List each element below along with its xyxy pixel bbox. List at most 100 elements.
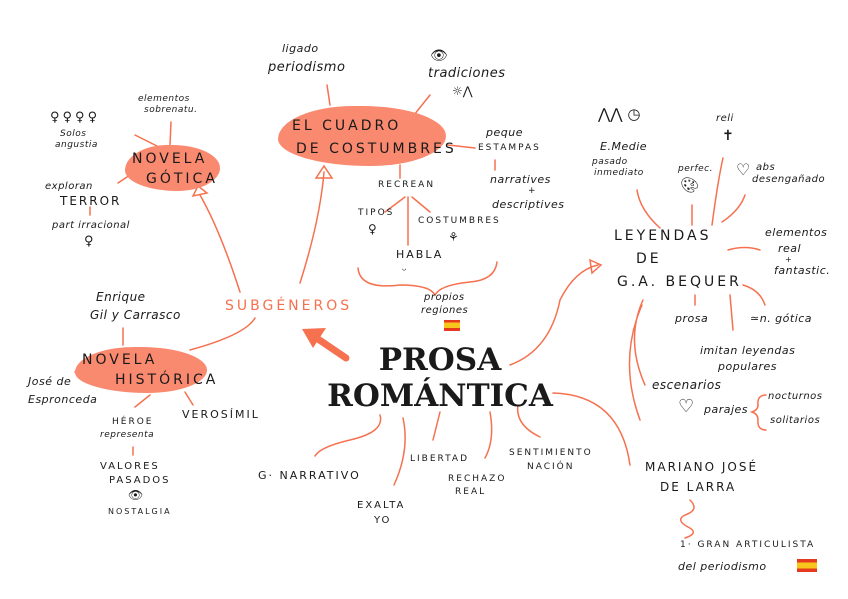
flamenco-icon: ⚘ [448,230,459,244]
imitan-label: imitan leyendas [700,344,796,357]
connector [509,264,599,366]
historica-title-2: HISTÓRICA [115,372,219,388]
edad-media-label: E.Medie [600,140,648,153]
propios-label: propios [424,292,465,303]
gotica-title-2: GÓTICA [146,171,218,187]
tradiciones-label: tradiciones [428,66,506,81]
connector [679,499,695,539]
person-icon: ♀ [368,222,377,236]
abs-label: abs [756,162,776,173]
real-label: real [778,242,802,255]
pasado-label: pasado [592,157,628,167]
angustia-label: angustia [55,140,98,150]
connector [326,84,331,106]
mountain-sun-icon: ☼⋀ [452,84,473,98]
tipos-label: TIPOS [358,208,395,218]
populares-label: populares [718,360,777,373]
historica-blob [75,347,207,393]
solos-label: Solos [60,129,87,139]
parajes-label: parajes [704,403,749,416]
connector [384,196,431,246]
nostalgia-label: NOSTALGIA [108,507,172,516]
heart-icon: ♡ [678,396,695,417]
representa-label: representa [100,430,155,440]
nacion-label: NACIÓN [527,462,575,472]
rechazo-label: RECHAZO [448,474,507,484]
inmediato-label: inmediato [594,168,644,178]
yo-label: YO [374,515,392,526]
eye-icon: 👁 [430,48,448,64]
spain-flag-icon [444,320,460,331]
larra-name-1: MARIANO JOSÉ [645,460,759,474]
eye-icon: 👁 [128,488,144,502]
articulista-label: 1· GRAN ARTICULISTA [680,540,816,550]
connector [189,317,256,351]
spain-flag-icon [797,559,817,572]
desenganado-label: desengañado [752,174,826,185]
perfec-label: perfec. [678,164,713,174]
connector [636,157,746,229]
arrowhead [589,258,603,275]
verosimil-label: VEROSÍMIL [182,408,260,421]
larra-name-2: DE LARRA [660,480,737,494]
connector [199,194,241,293]
palette-icon: 🎨︎ [680,176,700,194]
sentimiento-label: SENTIMIENTO [509,448,593,458]
people-icon: ♀♀♀♀ [50,110,101,125]
elementos-label: elementos [765,226,828,239]
ligado-label: ligado [282,42,319,55]
gotica-title-1: NOVELA [132,151,208,167]
heroe-label: HÉROE [112,417,154,427]
plus-label: + [528,186,537,196]
mouth-icon: ᵕ [402,264,407,277]
habla-label: HABLA [396,248,444,261]
espronceda-label: Espronceda [28,393,98,406]
escenarios-label: escenarios [652,378,722,392]
jose-label: José de [28,375,72,388]
narrativo-label: G· NARRATIVO [258,469,361,482]
heart-icon: ♡ [736,160,751,179]
peque-label: peque [486,126,523,139]
arrowhead [191,184,209,198]
connector [299,171,325,284]
bequer-label: G.A. BEQUER [617,274,742,290]
central-topic: PROSA ROMÁNTICA [320,342,560,414]
gil-carrasco-label: Gil y Carrasco [90,308,181,322]
nocturnos-label: nocturnos [768,391,823,402]
historica-title-1: NOVELA [82,352,158,368]
recrean-label: RECREAN [378,180,436,190]
subgeneros-label: SUBGÉNEROS [225,298,353,314]
exploran-label: exploran [45,181,93,192]
sobrenatural-label: sobrenatu. [144,105,198,115]
gotica-blob [125,145,220,191]
libertad-label: LIBERTAD [410,454,470,464]
descriptivas-label: descriptives [492,198,565,211]
estampas-label: ESTAMPAS [478,143,541,153]
cross-icon: ✝ [722,128,734,144]
cuadro-blob [278,106,446,166]
brace [357,261,498,297]
connector [694,246,766,331]
connector [89,121,172,216]
connector [447,144,476,149]
exalta-label: EXALTA [357,500,406,511]
solitarios-label: solitarios [770,415,821,426]
plus-label: + [785,255,793,264]
cuadro-title-2: DE COSTUMBRES [296,141,457,157]
valores-label: VALORES [100,461,160,472]
arrowhead [314,164,334,179]
costumbres-label: COSTUMBRES [418,216,501,226]
prosa-label: prosa [675,312,709,325]
reli-label: reli [716,113,734,124]
narrativas-label: narratives [490,173,551,186]
enrique-label: Enrique [96,290,146,304]
connector [552,392,631,466]
leyendas-label: LEYENDAS [614,228,712,244]
pasados-label: PASADOS [109,475,171,486]
center-line1: PROSA [378,342,502,378]
elementos-label: elementos [138,94,190,104]
periodismo-label: periodismo [268,60,346,75]
connector [628,299,646,421]
periodismo-label: del periodismo [678,560,767,573]
